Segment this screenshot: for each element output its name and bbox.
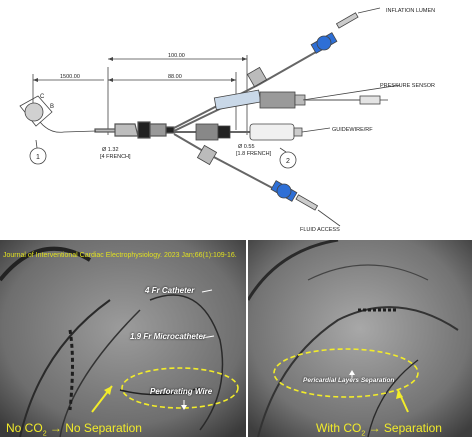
letter-c: C	[40, 94, 45, 100]
label-4fr-catheter: 4 Fr Catheter	[145, 286, 195, 295]
label-fluid-access: FLUID ACCESS	[300, 227, 340, 233]
label-pericardial-separation: Pericardial Layers Separation	[303, 377, 395, 384]
label-perforating-wire: Perforating Wire	[150, 387, 213, 396]
label-pressure-sensor: PRESSURE SENSOR	[380, 83, 435, 89]
dimension-100: 100.00	[168, 53, 185, 59]
label-no-separation: No CO2 → No Separation	[6, 421, 142, 437]
callout-1: 1	[36, 154, 40, 161]
diameter-0-55: Ø 0.55	[238, 144, 255, 150]
label-with-separation: With CO2 → Separation	[316, 421, 442, 437]
dimension-88: 88.00	[168, 74, 182, 80]
callout-2: 2	[286, 158, 290, 165]
fluoroscopy-left-image	[0, 240, 246, 437]
fluoroscopy-left-panel: Journal of Interventional Cardiac Electr…	[0, 240, 246, 437]
label-guidewire-rf: GUIDEWIRE/RF	[332, 127, 373, 133]
diameter-1-32: Ø 1.32	[102, 147, 119, 153]
label-microcatheter: 1.9 Fr Microcatheter	[130, 332, 207, 341]
dimension-1500: 1500.00	[60, 74, 80, 80]
journal-citation: Journal of Interventional Cardiac Electr…	[3, 252, 237, 259]
letter-b: B	[50, 104, 54, 110]
fluoroscopy-panels: Journal of Interventional Cardiac Electr…	[0, 240, 472, 437]
catheter-engineering-drawing: INFLATION LUMEN PRESSURE SENSOR GUIDEWIR…	[19, 7, 436, 233]
fluoroscopy-right-image	[248, 240, 472, 437]
label-inflation-lumen: INFLATION LUMEN	[386, 8, 435, 14]
fluoroscopy-right-panel: Pericardial Layers Separation With CO2 →…	[248, 240, 472, 437]
diameter-0-55-french: [1.8 FRENCH]	[236, 151, 272, 157]
diameter-1-32-french: [4 FRENCH]	[100, 154, 131, 160]
